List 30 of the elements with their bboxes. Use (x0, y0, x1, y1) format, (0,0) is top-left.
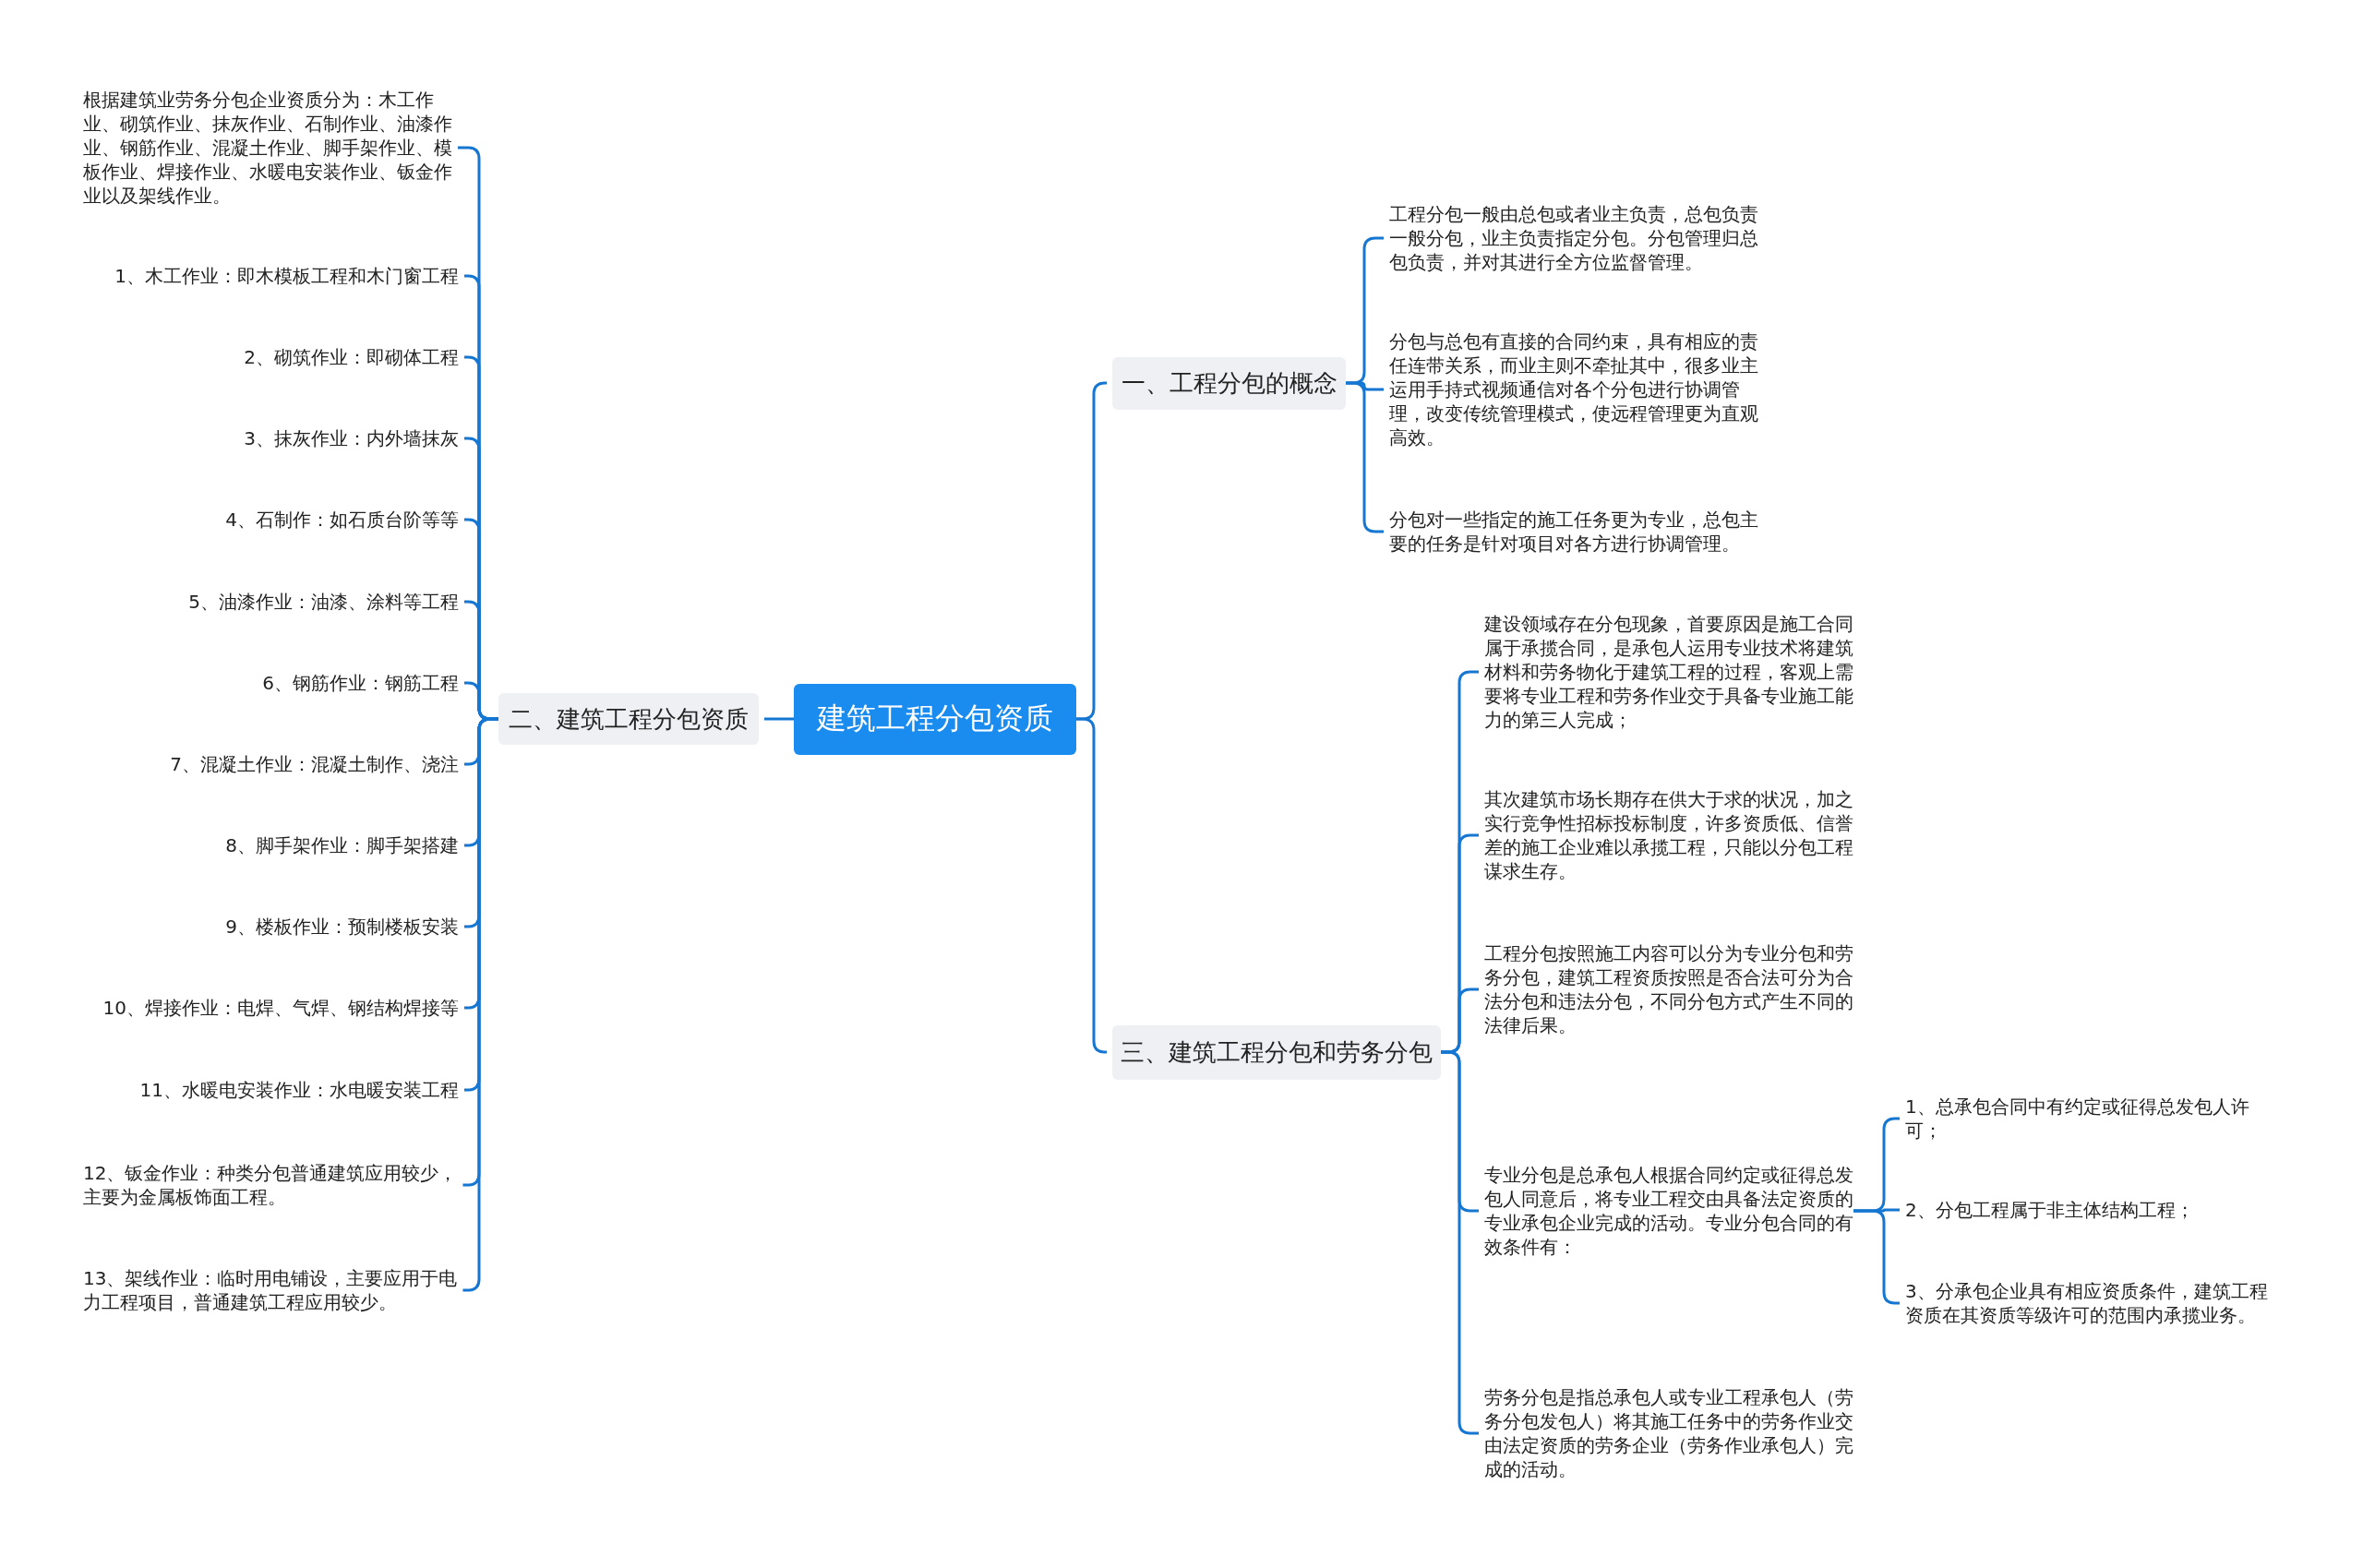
leaf-topic-text: 3、抹灰作业：内外墙抹灰 (83, 426, 459, 450)
leaf-topic-text: 12、钣金作业：种类分包普通建筑应用较少，主要为金属板饰面工程。 (83, 1161, 459, 1209)
leaf-topic-text: 4、石制作：如石质台阶等等 (83, 508, 459, 532)
leaf-topic-text: 工程分包一般由总包或者业主负责，总包负责一般分包，业主负责指定分包。分包管理归总包负责，并对其进行全方位监督管理。 (1389, 202, 1768, 274)
leaf-topic-text: 分包与总包有直接的合同约束，具有相应的责任连带关系，而业主则不牵扯其中，很多业主运用手持式视频通信对各个分包进行协调管理，改变传统管理模式，使远程管理更为直观高效。 (1389, 329, 1768, 449)
leaf-topic-text: 9、楼板作业：预制楼板安装 (83, 915, 459, 939)
leaf-topic-text: 10、焊接作业：电焊、气焊、钢结构焊接等 (83, 996, 459, 1020)
leaf-topic-text: 工程分包按照施工内容可以分为专业分包和劳务分包，建筑工程资质按照是否合法可分为合法分包和违法分包，不同分包方式产生不同的法律后果。 (1484, 941, 1863, 1037)
leaf-topic-text: 专业分包是总承包人根据合同约定或征得总发包人同意后，将专业工程交由具备法定资质的专业承包企业完成的活动。专业分包合同的有效条件有： (1484, 1163, 1863, 1259)
leaf-topic-text: 7、混凝土作业：混凝土制作、浇注 (83, 752, 459, 776)
leaf-topic-text: 建设领域存在分包现象，首要原因是施工合同属于承揽合同，是承包人运用专业技术将建筑材料和劳务物化于建筑工程的过程，客观上需要将专业工程和劳务作业交于具备专业施工能力的第三人完成； (1484, 612, 1863, 732)
leaf-topic-text: 1、总承包合同中有约定或征得总发包人许可； (1905, 1095, 2284, 1143)
leaf-topic-text: 3、分承包企业具有相应资质条件，建筑工程资质在其资质等级许可的范围内承揽业务。 (1905, 1279, 2284, 1327)
leaf-topic-text: 1、木工作业：即木模板工程和木门窗工程 (83, 264, 459, 288)
leaf-topic-text: 13、架线作业：临时用电铺设，主要应用于电力工程项目，普通建筑工程应用较少。 (83, 1266, 459, 1314)
leaf-topic-text: 其次建筑市场长期存在供大于求的状况，加之实行竞争性招标投标制度，许多资质低、信誉差的施工企业难以承揽工程，只能以分包工程谋求生存。 (1484, 787, 1863, 883)
leaf-topic-text: 8、脚手架作业：脚手架搭建 (83, 833, 459, 857)
leaf-topic-text: 2、分包工程属于非主体结构工程； (1905, 1198, 2284, 1222)
connector-line (764, 717, 794, 721)
leaf-topic-text: 5、油漆作业：油漆、涂料等工程 (83, 590, 459, 614)
leaf-topic-text: 根据建筑业劳务分包企业资质分为：木工作业、砌筑作业、抹灰作业、石制作业、油漆作业、钢筋作业、混凝土作业、脚手架作业、模板作业、焊接作业、水暖电安装作业、钣金作业以及架线作业。 (83, 88, 459, 208)
leaf-topic-text: 分包对一些指定的施工任务更为专业，总包主要的任务是针对项目对各方进行协调管理。 (1389, 508, 1768, 556)
central-topic-box: 建筑工程分包资质 (794, 683, 1076, 755)
branch-topic-box: 三、建筑工程分包和劳务分包 (1112, 1024, 1441, 1080)
leaf-topic-text: 11、水暖电安装作业：水电暖安装工程 (83, 1078, 459, 1102)
leaf-topic-text: 2、砌筑作业：即砌体工程 (83, 345, 459, 369)
branch-topic-box: 二、建筑工程分包资质 (498, 693, 759, 745)
leaf-topic-text: 6、钢筋作业：钢筋工程 (83, 671, 459, 695)
branch-topic-box: 一、工程分包的概念 (1112, 356, 1346, 410)
leaf-topic-text: 劳务分包是指总承包人或专业工程承包人（劳务分包发包人）将其施工任务中的劳务作业交由法定资质的劳务企业（劳务作业承包人）完成的活动。 (1484, 1385, 1863, 1481)
